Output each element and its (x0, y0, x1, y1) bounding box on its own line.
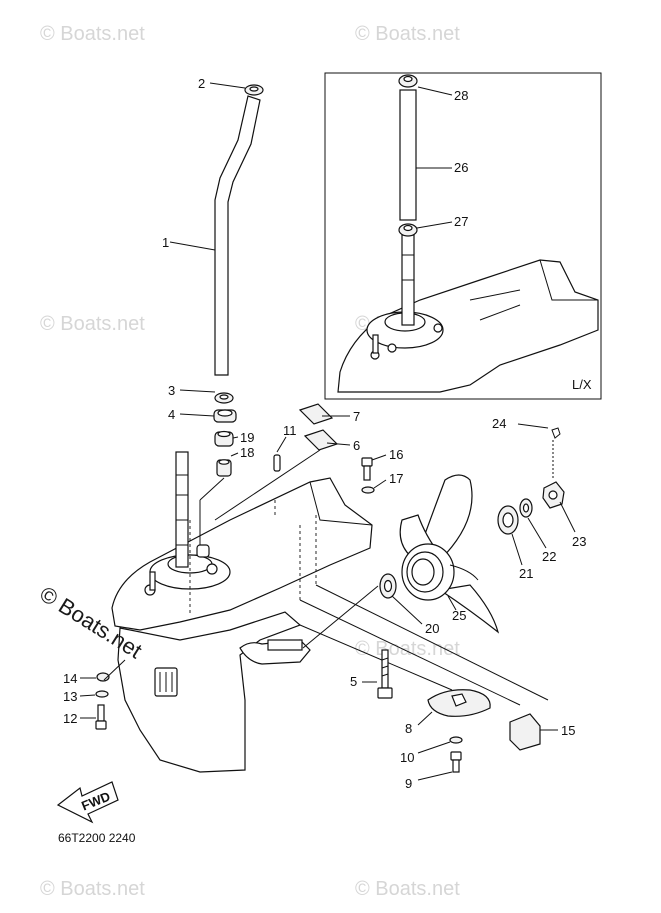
watermark-top-left: © Boats.net (40, 23, 145, 45)
callout-10: 10 (400, 750, 414, 765)
callout-23: 23 (572, 534, 586, 549)
part-13-washer: 13 (63, 689, 109, 704)
inset-part-26-tube (399, 89, 417, 221)
watermark-mid-left: © Boats.net (40, 313, 145, 335)
gear-case-upper (111, 477, 373, 631)
part-2-grommet: 2 (198, 76, 264, 96)
callout-5: 5 (350, 674, 357, 689)
lx-inset: 28 26 27 L/X (324, 72, 602, 400)
part-17-washer: 17 (361, 471, 403, 494)
callout-3: 3 (168, 383, 175, 398)
part-20-thrust-washer: 20 (302, 573, 439, 649)
part-23-nut: 23 (542, 481, 586, 549)
part-8-trim-tab: 8 (405, 689, 491, 736)
part-4-seal: 4 (168, 407, 237, 423)
part-19-bushing: 19 (214, 430, 254, 447)
callout-11: 11 (283, 423, 297, 438)
propeller-shaft (267, 639, 303, 651)
callout-9: 9 (405, 776, 412, 791)
drive-shaft (175, 451, 189, 568)
callout-19: 19 (240, 430, 254, 445)
inset-frame (324, 72, 602, 400)
part-25-propeller: 25 (399, 474, 500, 634)
part-18-bushing: 18 (199, 445, 254, 545)
callout-25: 25 (452, 608, 466, 623)
callout-28: 28 (454, 88, 468, 103)
callout-13: 13 (63, 689, 77, 704)
callout-17: 17 (389, 471, 403, 486)
callout-15: 15 (561, 723, 575, 738)
callout-26: 26 (454, 160, 468, 175)
callout-22: 22 (542, 549, 556, 564)
callout-18: 18 (240, 445, 254, 460)
part-12-bolt: 12 (63, 659, 126, 730)
part-5-bolt: 5 (350, 649, 393, 699)
watermark-top-right: © Boats.net (355, 23, 460, 45)
callout-16: 16 (389, 447, 403, 462)
part-15-anode: 15 (509, 713, 575, 751)
part-9-bolt: 9 (405, 751, 462, 791)
callout-24: 24 (492, 416, 506, 431)
part-1-water-tube: 1 (162, 95, 261, 376)
diagram-code: 66T2200 2240 (58, 831, 136, 845)
part-10-washer: 10 (400, 736, 463, 765)
part-6-plate: 6 (214, 429, 360, 521)
part-14-washer: 14 (63, 671, 110, 686)
watermark-bottom-left: © Boats.net (40, 878, 145, 900)
watermark-bottom-right: © Boats.net (355, 878, 460, 900)
inset-label: L/X (572, 377, 592, 392)
callout-4: 4 (168, 407, 175, 422)
part-21-spacer: 21 (497, 505, 533, 581)
assembly-guide-lines (299, 584, 549, 706)
part-16-bolt: 16 (361, 447, 403, 481)
callout-2: 2 (198, 76, 205, 91)
part-22-washer: 22 (519, 498, 556, 564)
lower-unit-case (111, 451, 373, 773)
part-7-plate: 7 (298, 403, 360, 425)
callout-27: 27 (454, 214, 468, 229)
callout-21: 21 (519, 566, 533, 581)
callout-1: 1 (162, 235, 169, 250)
callout-12: 12 (63, 711, 77, 726)
callout-14: 14 (63, 671, 77, 686)
part-3-grommet: 3 (168, 383, 234, 404)
callout-6: 6 (353, 438, 360, 453)
fwd-arrow-icon: FWD (56, 781, 119, 824)
gear-case-lower (117, 611, 302, 773)
callout-7: 7 (353, 409, 360, 424)
callout-20: 20 (425, 621, 439, 636)
part-24-cotter-pin: 24 (492, 416, 561, 480)
callout-8: 8 (405, 721, 412, 736)
part-11-dowel-pin: 11 (273, 423, 297, 472)
